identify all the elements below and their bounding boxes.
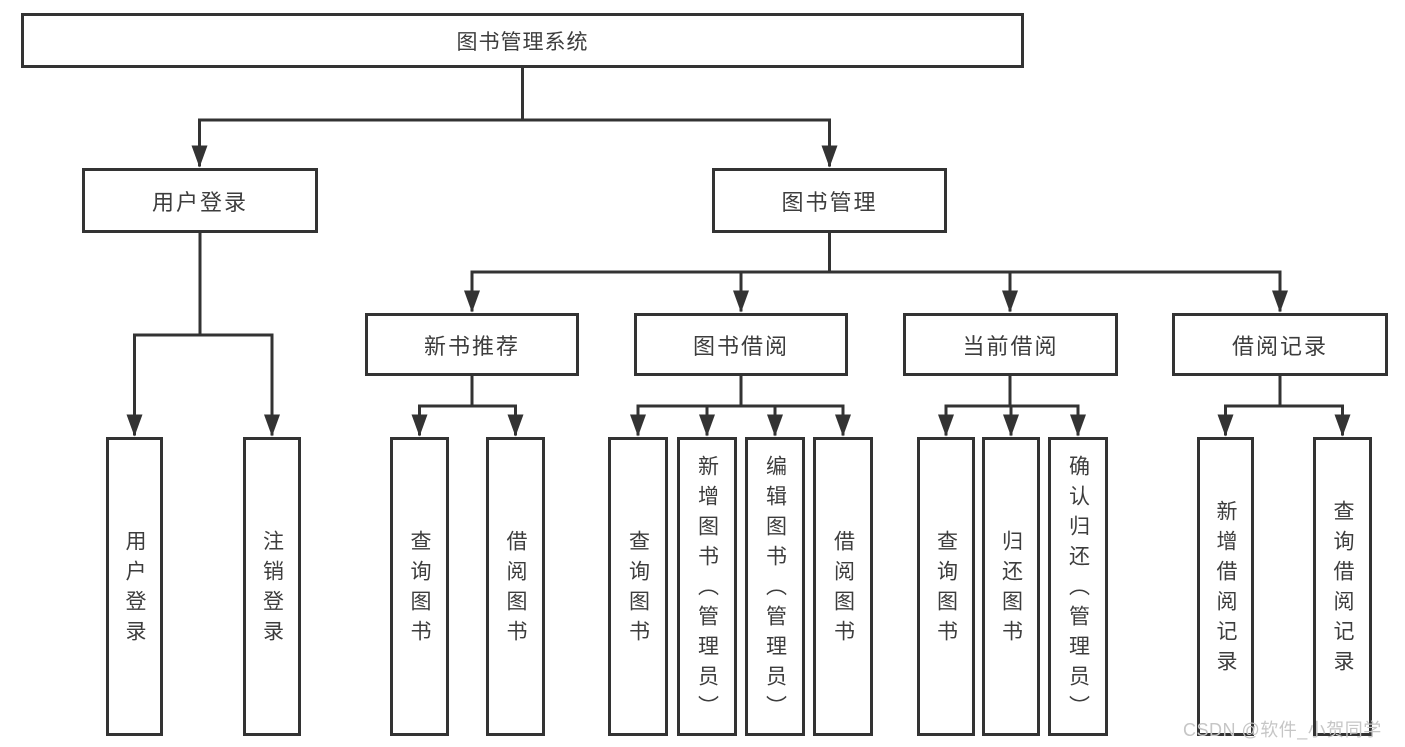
leaf-edit-books-admin: 编辑图书（管理员） — [745, 437, 805, 736]
leaf-logout-login: 注销登录 — [243, 437, 301, 736]
leaf-borrow-books-recommend: 借阅图书 — [486, 437, 545, 736]
leaf-add-borrow-record: 新增借阅记录 — [1197, 437, 1254, 736]
leaf-query-books-borrow: 查询图书 — [608, 437, 668, 736]
leaf-borrow-books: 借阅图书 — [813, 437, 873, 736]
watermark: CSDN @软件_小贺同学 — [1183, 720, 1382, 740]
node-user-login: 用户登录 — [82, 168, 318, 233]
node-root: 图书管理系统 — [21, 13, 1024, 68]
node-book-management: 图书管理 — [712, 168, 947, 233]
leaf-query-books-recommend: 查询图书 — [390, 437, 449, 736]
node-current-borrowing: 当前借阅 — [903, 313, 1118, 376]
leaf-add-books-admin: 新增图书（管理员） — [677, 437, 737, 736]
node-new-book-recommendation: 新书推荐 — [365, 313, 579, 376]
leaf-confirm-return-admin: 确认归还（管理员） — [1048, 437, 1108, 736]
node-book-borrowing: 图书借阅 — [634, 313, 848, 376]
node-borrowing-records: 借阅记录 — [1172, 313, 1388, 376]
leaf-user-login: 用户登录 — [106, 437, 163, 736]
leaf-query-books-current: 查询图书 — [917, 437, 975, 736]
leaf-return-books: 归还图书 — [982, 437, 1040, 736]
leaf-query-borrow-record: 查询借阅记录 — [1313, 437, 1372, 736]
